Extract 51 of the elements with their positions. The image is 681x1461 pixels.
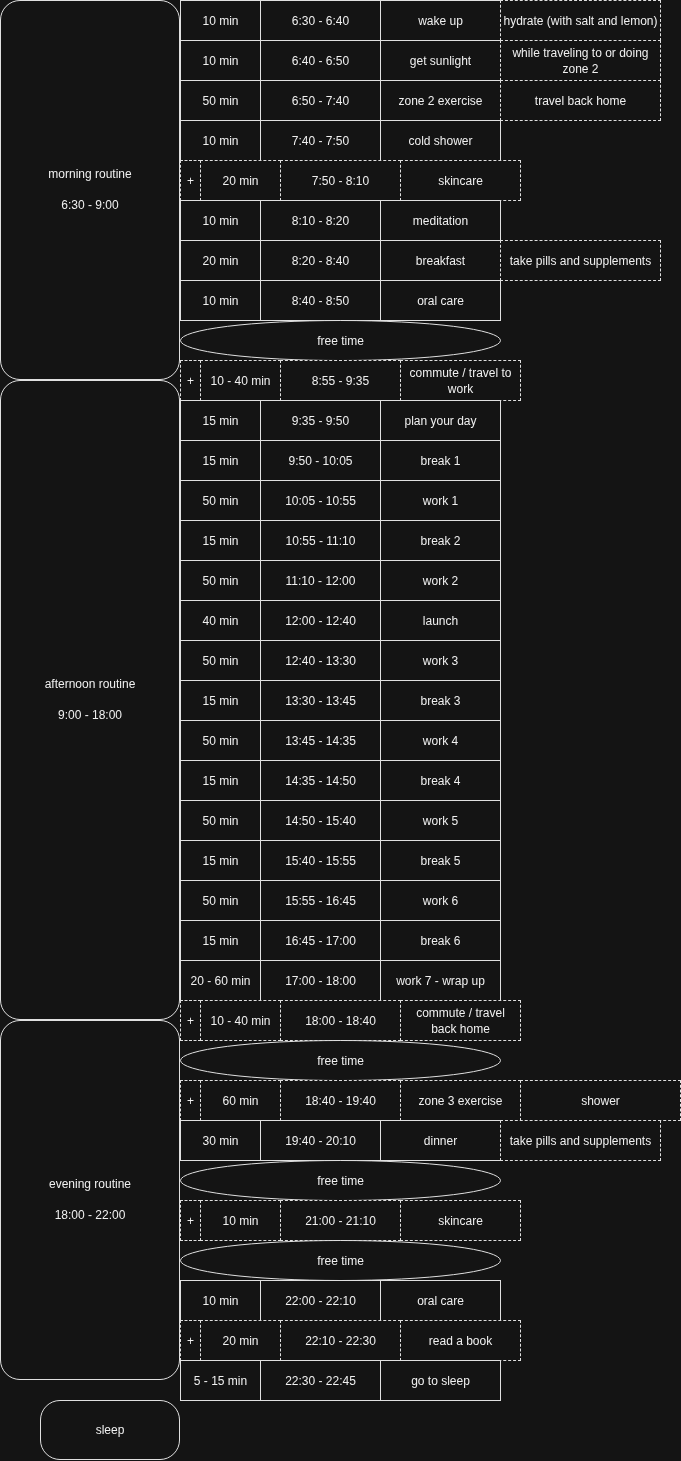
time-range: 9:00 - 18:00: [57, 708, 123, 723]
oval-label: free time: [317, 1172, 364, 1190]
table-cell: 10 - 40 min: [200, 1000, 281, 1041]
table-cell: 18:00 - 18:40: [280, 1000, 401, 1041]
table-cell: 5 - 15 min: [180, 1360, 261, 1401]
table-cell: read a book: [400, 1320, 521, 1361]
routine-panel: [0, 0, 180, 380]
table-cell: while traveling to or doing zone 2: [500, 40, 661, 81]
oval-shape: [180, 1240, 501, 1281]
table-cell: skincare: [400, 160, 521, 201]
routine-title: evening routine: [48, 1177, 132, 1192]
table-cell: +: [180, 1000, 201, 1041]
table-cell: oral care: [380, 280, 501, 321]
routine-panel: [0, 380, 180, 1020]
table-cell: 15 min: [180, 400, 261, 441]
table-cell: take pills and supplements: [500, 240, 661, 281]
table-cell: travel back home: [500, 80, 661, 121]
table-cell: hydrate (with salt and lemon): [500, 0, 661, 41]
table-cell: shower: [520, 1080, 681, 1121]
oval-label: free time: [317, 1252, 364, 1270]
oval-shape: [180, 1040, 501, 1081]
routine-title: morning routine: [48, 167, 132, 182]
table-cell: dinner: [380, 1120, 501, 1161]
table-cell: commute / travel to work: [400, 360, 521, 401]
table-cell: 22:30 - 22:45: [260, 1360, 381, 1401]
table-cell: plan your day: [380, 400, 501, 441]
table-cell: 10 min: [180, 200, 261, 241]
table-cell: 10 min: [200, 1200, 281, 1241]
oval-label: free time: [317, 332, 364, 350]
table-cell: take pills and supplements: [500, 1120, 661, 1161]
table-cell: 21:00 - 21:10: [280, 1200, 401, 1241]
time-range: 18:00 - 22:00: [54, 1208, 126, 1223]
oval-shape: [180, 320, 501, 361]
table-cell: meditation: [380, 200, 501, 241]
oval-label: free time: [317, 1052, 364, 1070]
routine-panel: [0, 1020, 180, 1380]
table-cell: 30 min: [180, 1120, 261, 1161]
table-cell: 10 min: [180, 1280, 261, 1321]
table-cell: oral care: [380, 1280, 501, 1321]
routine-title: sleep: [95, 1422, 125, 1438]
routine-title: afternoon routine: [44, 677, 136, 692]
table-cell: 10 min: [180, 280, 261, 321]
table-cell: skincare: [400, 1200, 521, 1241]
table-cell: go to sleep: [380, 1360, 501, 1401]
table-cell: +: [180, 1200, 201, 1241]
table-cell: commute / travel back home: [400, 1000, 521, 1041]
oval-shape: [180, 1160, 501, 1201]
routine-panel: [40, 1400, 180, 1460]
time-range: 6:30 - 9:00: [61, 198, 119, 213]
table-cell: 19:40 - 20:10: [260, 1120, 381, 1161]
table-cell: 10 min: [180, 0, 261, 41]
